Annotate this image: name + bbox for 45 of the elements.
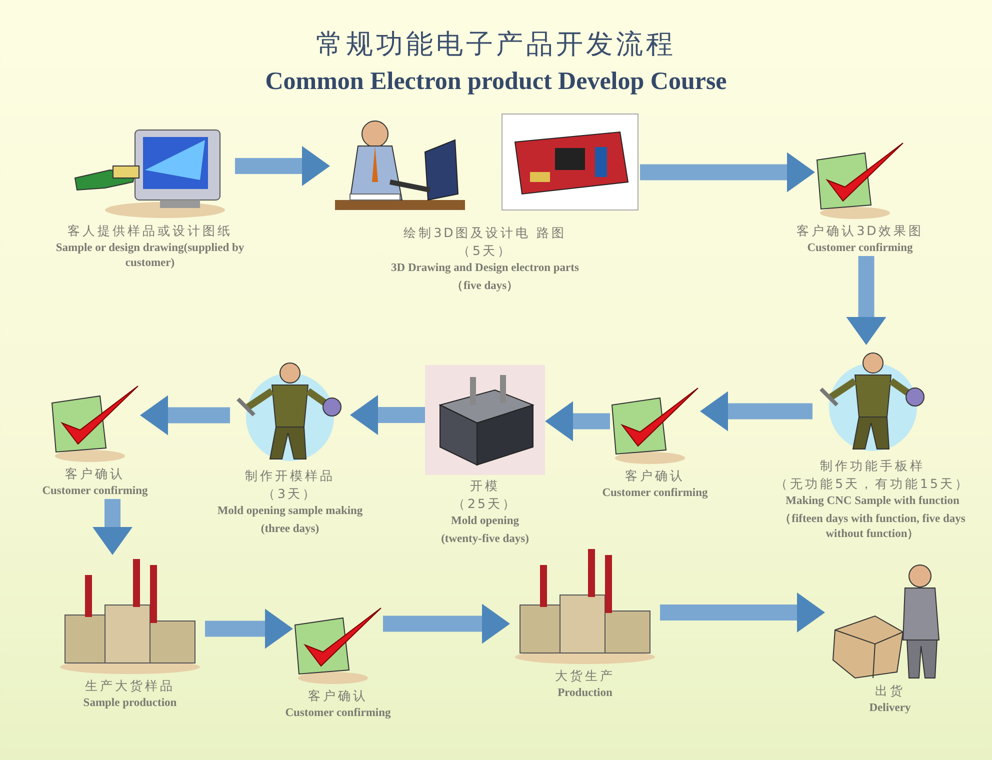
arrow [700,391,812,432]
arrow [660,592,825,632]
arrow [350,395,425,435]
arrow [140,395,230,436]
diagram-title: 常规功能电子产品开发流程 [315,28,677,62]
step-label: （fifteen days with function, five days without function） [778,512,966,542]
step-label: （3天） [262,486,318,501]
step-label: （5天） [458,243,512,258]
step-label: Customer confirming [42,484,148,499]
step-label: Customer confirming [285,706,391,721]
arrow [545,401,610,442]
step-label: 客户确认 [308,688,368,703]
step-label: 客户确认 [625,468,685,483]
step-label: 客户确认 [65,466,125,481]
step-label: 客人提供样品或设计图纸 [68,223,232,238]
step-label: 客户确认3D效果图 [796,223,924,238]
arrow [92,499,132,555]
arrow [235,146,330,186]
arrow [846,256,886,345]
step-label: 绘制3D图及设计电 路图 [404,225,566,240]
step-label: 制作功能手板样 [820,458,925,473]
step-label: Customer confirming [807,241,913,256]
step-label: 大货生产 [555,668,615,683]
step-label: Delivery [869,701,911,716]
step-label: Customer confirming [602,486,708,501]
arrow [383,604,510,644]
step-label: Mold opening sample making [217,504,363,519]
step-label: Sample production [83,696,177,711]
step-label: 3D Drawing and Design electron parts [391,261,579,276]
step-label: （无功能5天，有功能15天） [775,476,970,491]
step-label: 制作开模样品 [245,468,335,483]
step-label: Making CNC Sample with function [786,494,960,509]
step-label: （five days） [451,279,519,294]
step-label: Production [558,686,612,701]
step-label: （25天） [452,496,518,511]
step-label: 开模 [470,478,500,493]
step-label: 出货 [875,683,905,698]
step-label: Sample or design drawing(supplied by customer) [54,241,246,271]
step-label: (twenty-five days) [441,532,529,547]
subtitle: Common Electron product Develop Course [264,68,728,96]
step-label: 生产大货样品 [85,678,175,693]
arrow [205,608,293,649]
arrow [640,152,815,192]
step-label: Mold opening [450,514,520,529]
step-label: (three days) [260,522,320,537]
